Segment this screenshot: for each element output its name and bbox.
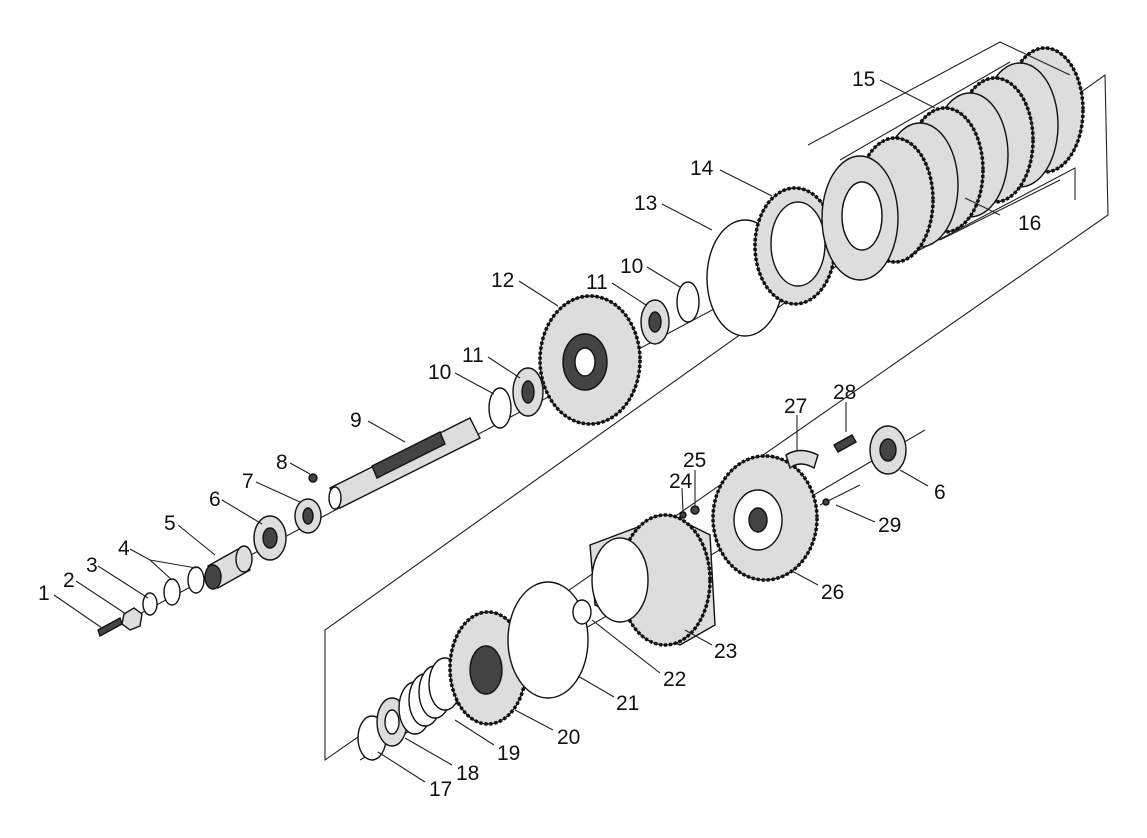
callout-3: 3	[86, 554, 98, 577]
callout-13: 13	[634, 192, 657, 215]
callout-24: 24	[669, 470, 693, 493]
part-6-bearing	[253, 515, 287, 561]
part-2-nut	[121, 607, 143, 631]
callout-26: 26	[821, 581, 844, 604]
part-7-sleeve	[294, 498, 322, 534]
part-21-seal-ring	[507, 581, 589, 699]
part-4-rings	[163, 566, 205, 606]
callout-15: 15	[852, 68, 875, 91]
leader-lines	[53, 79, 1001, 783]
part-28-screw	[833, 434, 857, 453]
part-14-toothed-plate	[753, 186, 837, 306]
callout-18: 18	[456, 762, 479, 785]
callout-2: 2	[63, 569, 75, 592]
callout-labels: 1 2 3 4 5 6 7 8 9 10 11 12 11 10 13 14 1…	[38, 68, 1041, 801]
part-25-pin	[690, 505, 700, 515]
callout-27: 27	[784, 395, 807, 418]
callout-17: 17	[429, 778, 452, 801]
part-9-shaft	[328, 417, 481, 510]
part-10a-snap-ring	[488, 387, 512, 429]
part-3-washer	[142, 592, 158, 616]
callout-11a: 11	[462, 344, 484, 367]
part-27-segment	[785, 449, 819, 470]
callout-14: 14	[690, 157, 714, 180]
part-8-ball	[308, 473, 318, 483]
callout-21: 21	[616, 692, 639, 715]
callout-25: 25	[683, 449, 706, 472]
callout-22: 22	[663, 668, 686, 691]
part-26-gear	[711, 454, 819, 582]
part-12-gear	[538, 294, 642, 426]
callout-10a: 10	[428, 361, 451, 384]
callout-5: 5	[164, 512, 176, 535]
part-15-16-clutch-pack	[821, 46, 1085, 281]
callout-12: 12	[491, 269, 514, 292]
part-19-spring	[398, 657, 462, 735]
part-23-drum	[589, 513, 716, 647]
callout-16: 16	[1018, 212, 1041, 235]
callout-4: 4	[118, 537, 130, 560]
callout-9: 9	[350, 409, 362, 432]
callout-23: 23	[714, 640, 737, 663]
callout-6b: 6	[934, 481, 946, 504]
callout-20: 20	[557, 726, 580, 749]
panel-outline	[324, 73, 1109, 762]
callout-29: 29	[878, 514, 901, 537]
part-24-pin	[679, 511, 687, 519]
part-29-bolt	[819, 484, 861, 506]
part-1-bolt	[97, 616, 123, 638]
callout-8: 8	[276, 451, 288, 474]
callout-28: 28	[833, 381, 856, 404]
callout-10b: 10	[620, 255, 643, 278]
callout-1: 1	[38, 582, 50, 605]
part-11a-bearing	[512, 367, 544, 417]
callout-7: 7	[242, 470, 254, 493]
part-6b-bearing	[869, 425, 907, 475]
clutch-pack-brackets	[807, 41, 1076, 256]
callout-19: 19	[497, 742, 520, 765]
part-11b-bearing	[640, 299, 670, 345]
part-22-ring	[572, 599, 592, 625]
part-10b-snap-ring	[676, 281, 700, 323]
callout-11b: 11	[586, 271, 608, 294]
part-5-splined-hub	[204, 545, 253, 590]
callout-6a: 6	[209, 488, 221, 511]
